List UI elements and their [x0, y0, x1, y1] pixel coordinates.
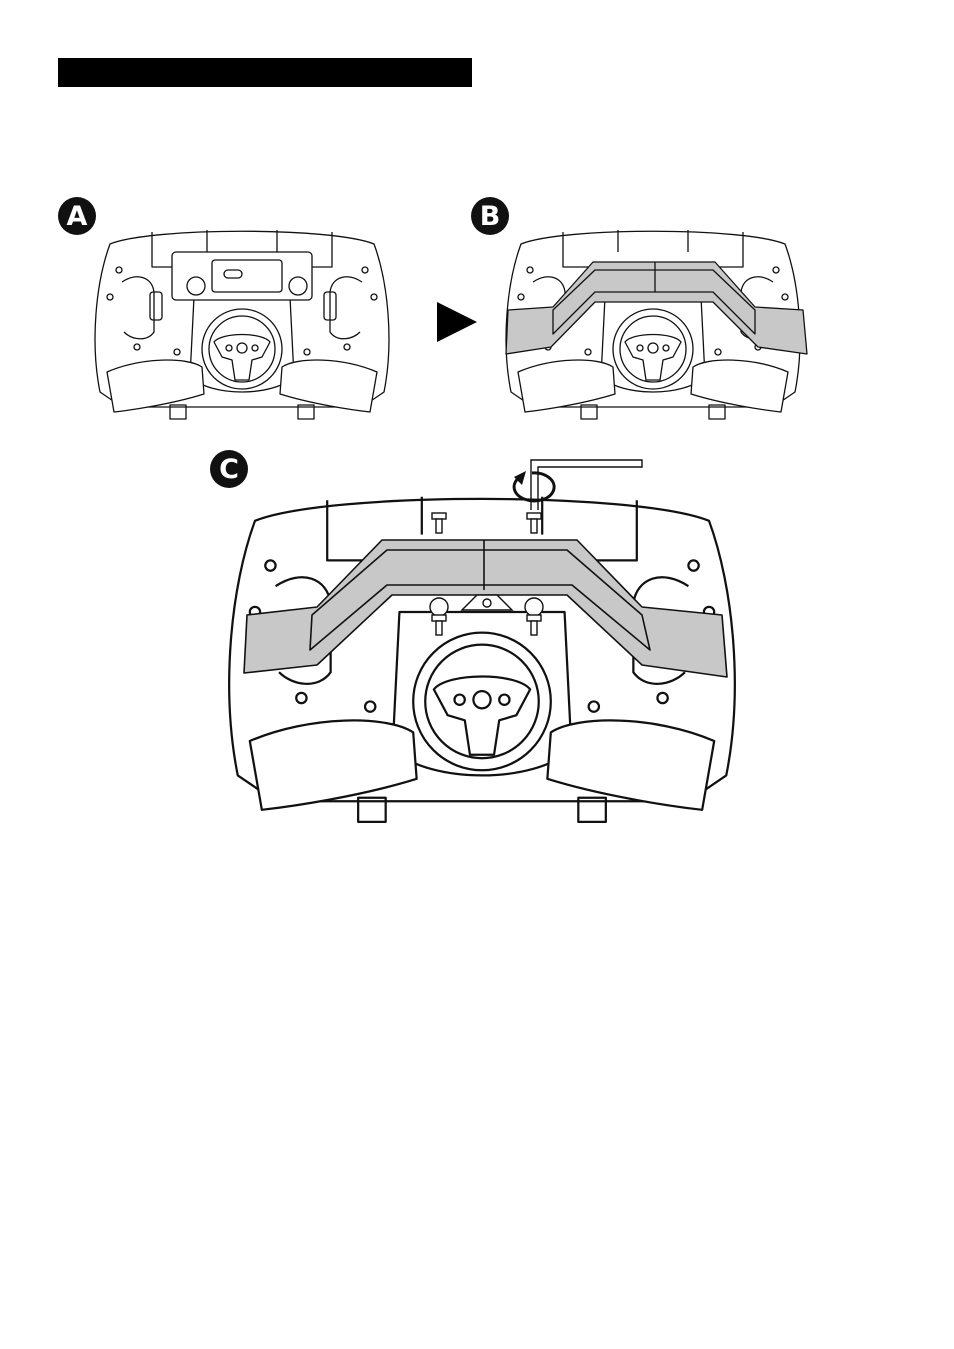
title-bar	[58, 58, 472, 87]
wheel-illustration-c	[222, 455, 742, 817]
next-arrow-icon	[437, 302, 477, 342]
rotate-arrow-icon	[514, 471, 554, 501]
step-a-badge: A	[58, 197, 96, 235]
wheel-illustration-a	[92, 222, 396, 424]
wheel-illustration-b	[503, 222, 807, 424]
